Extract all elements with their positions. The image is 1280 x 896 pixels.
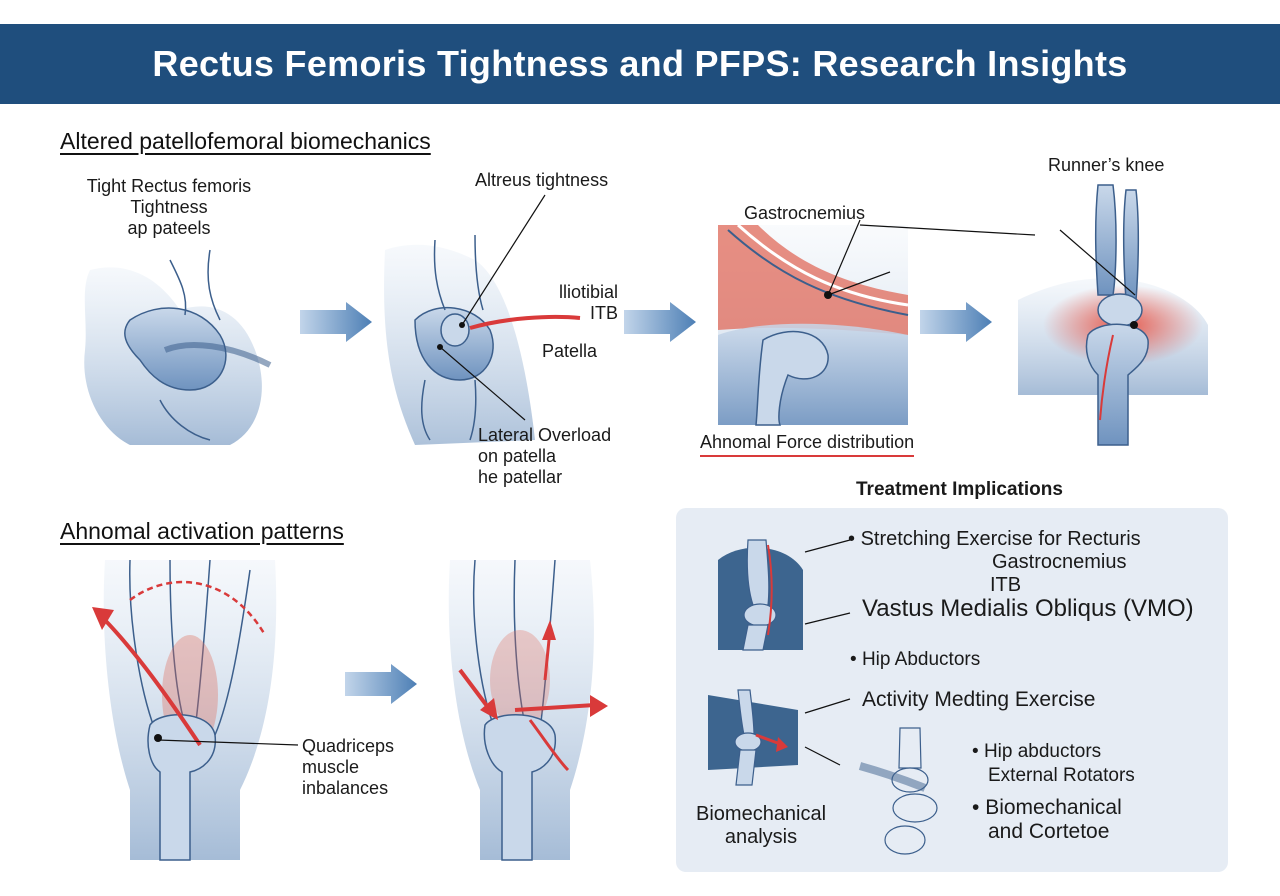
page-title: Rectus Femoris Tightness and PFPS: Resea… <box>152 43 1128 84</box>
treatment-item-biomechanical: Biomechanical <box>972 796 1122 819</box>
treatment-item-stretching: Stretching Exercise for Recturis <box>848 528 1141 550</box>
fig3-label-top: Gastrocnemius <box>744 203 866 223</box>
treatment-item-external-rotators: External Rotators <box>988 765 1135 786</box>
treatment-caption: Biomechanical analysis <box>696 803 826 849</box>
fig1-label-line1: Tight Rectus femoris <box>86 176 252 196</box>
caption-line1: Biomechanical <box>696 803 827 825</box>
treatment-item-cortetoe: and Cortetoe <box>988 820 1110 843</box>
fig2-label-bottom: Lateral Overload on patella he patellar <box>478 425 611 488</box>
figure-tight-rectus-femoris <box>84 249 272 445</box>
fig1-label: Tight Rectus femoris Tightness ap pateel… <box>84 176 254 239</box>
bullet-dot <box>972 796 985 819</box>
caption-line2: analysis <box>724 826 798 848</box>
treatment-item-activity: Activity Medting Exercise <box>862 688 1096 711</box>
fig2-label-patella: Patella <box>542 341 598 361</box>
fig2-itb-line2: ITB <box>589 303 618 323</box>
figure-gastrocnemius <box>718 223 909 426</box>
quadriceps-label-line3: inbalances <box>302 778 389 798</box>
fig1-label-line3: ap pateels <box>127 218 211 238</box>
treatment-item-gastrocnemius: Gastrocnemius <box>992 551 1127 573</box>
treatment-item1-text: Stretching Exercise for Recturis <box>860 528 1141 550</box>
flow-arrow-3 <box>920 302 992 342</box>
figure-activation-forces <box>448 559 608 861</box>
fig2-bottom-line3: he patellar <box>478 467 563 487</box>
fig2-leader-lines <box>437 194 546 421</box>
quadriceps-leader-line <box>157 739 299 746</box>
treatment-item-hip-abductors-2: Hip abductors <box>972 741 1101 762</box>
treatment-item-vmo: Vastus Medialis Obliqus (VMO) <box>862 595 1194 622</box>
treatment-item5-text: Hip abductors <box>983 741 1102 762</box>
fig4-leader-line <box>1059 229 1136 296</box>
quadriceps-label-line2: muscle <box>302 757 360 777</box>
treatment-item-itb: ITB <box>990 574 1022 596</box>
fig2-label-itb: lliotibial ITB <box>548 282 618 324</box>
heading-biomechanics: Altered patellofemoral biomechanics <box>60 128 431 154</box>
heading-treatment: Treatment Implications <box>856 479 1063 500</box>
heading-activation: Ahnomal activation patterns <box>60 518 344 544</box>
knee-analysis-icon <box>708 689 798 786</box>
bullet-dot <box>972 741 984 762</box>
fig2-label-top: Altreus tightness <box>475 170 609 190</box>
figure-quadriceps-imbalance <box>92 559 277 861</box>
treatment-item-hip-abductors: Hip Abductors <box>850 649 980 670</box>
treatment-leader-lines <box>804 539 851 766</box>
fig2-bottom-line1: Lateral Overload <box>478 425 612 445</box>
title-banner: Rectus Femoris Tightness and PFPS: Resea… <box>0 24 1280 104</box>
knee-stretch-icon <box>718 539 803 651</box>
treatment-item6-text: Biomechanical <box>985 796 1122 819</box>
flow-arrow-4 <box>345 664 417 704</box>
fig1-label-line2: Tightness <box>130 197 208 217</box>
fig3-label-bottom: Ahnomal Force distribution <box>700 432 915 457</box>
fig4-label-top: Runner’s knee <box>1048 155 1165 175</box>
fig2-itb-line1: lliotibial <box>558 282 618 302</box>
bullet-dot <box>848 528 861 550</box>
quadriceps-label-line1: Quadriceps <box>302 736 395 756</box>
treatment-item3-text: Hip Abductors <box>861 649 981 670</box>
flow-arrow-2 <box>624 302 696 342</box>
flow-arrow-1 <box>300 302 372 342</box>
fig3-leader-lines <box>827 219 1036 296</box>
bullet-dot <box>850 649 862 670</box>
figure-runners-knee <box>1018 184 1208 446</box>
quadriceps-label: Quadriceps muscle inbalances <box>302 736 394 799</box>
fig2-bottom-line2: on patella <box>478 446 557 466</box>
foot-bones-icon <box>858 727 938 855</box>
